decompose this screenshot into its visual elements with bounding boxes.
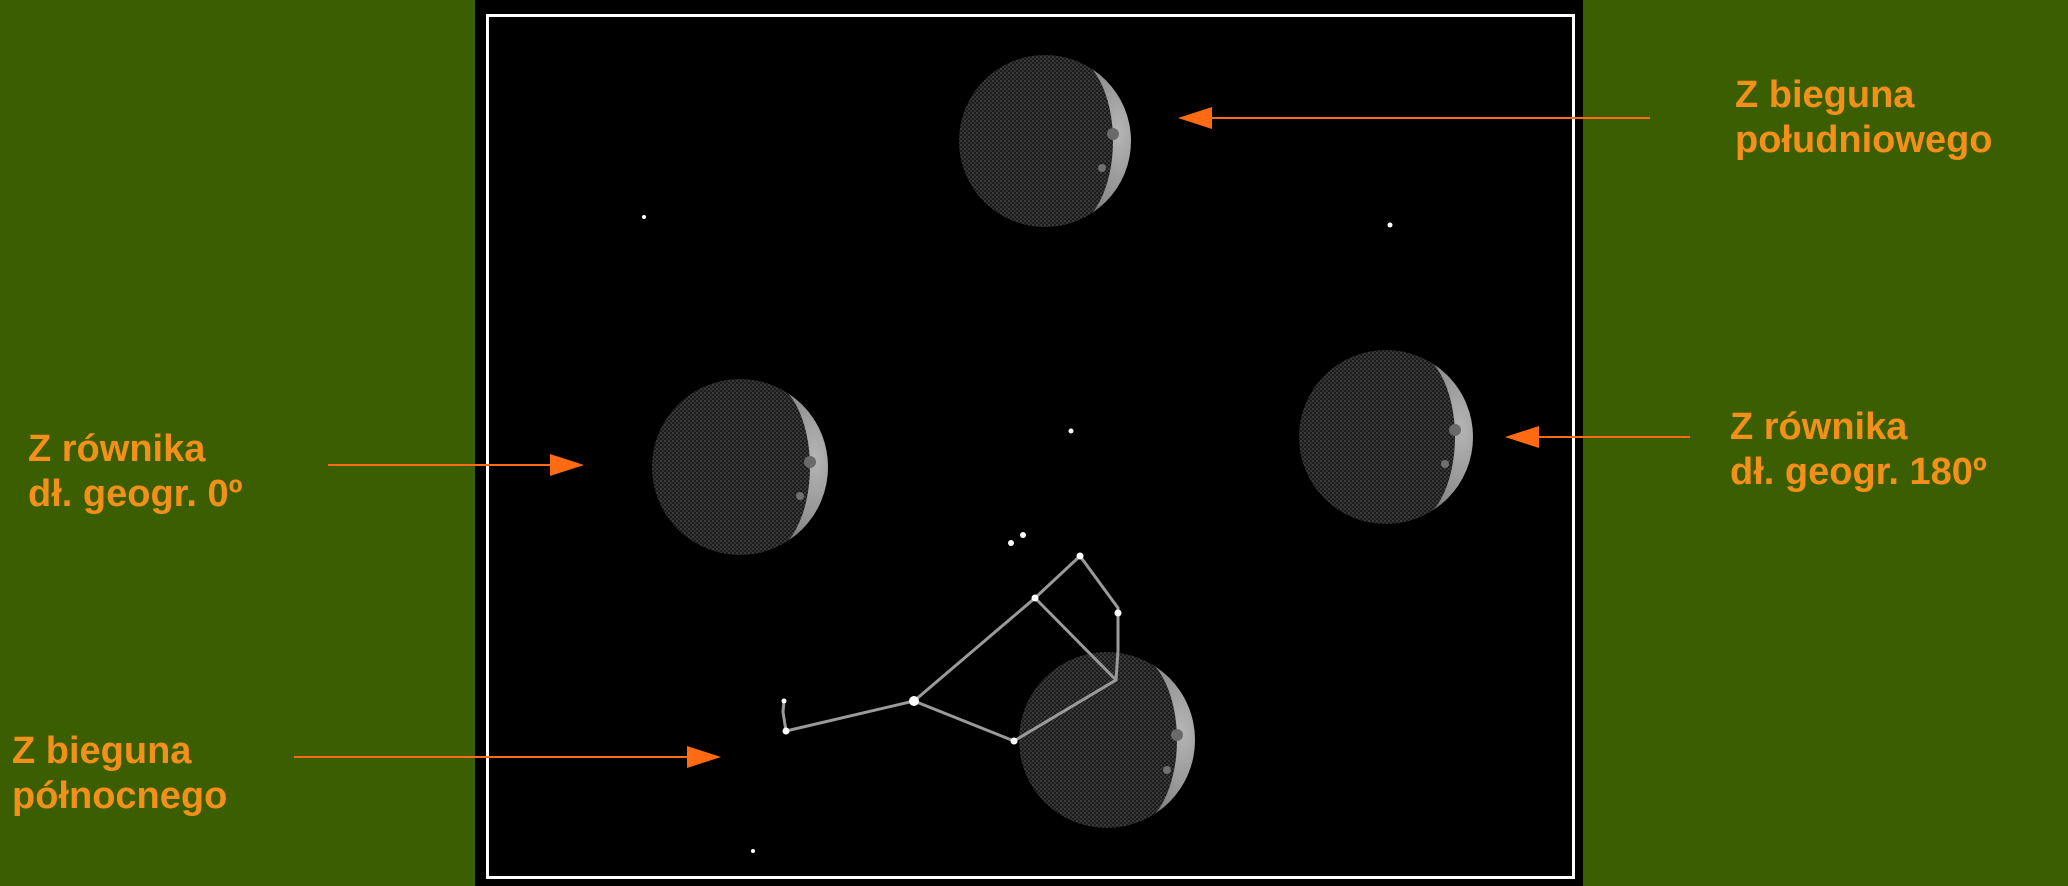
- label-south-pole-line1: Z bieguna: [1735, 73, 1993, 118]
- moon-crescent-icon: [1299, 350, 1495, 524]
- star-icon: [1020, 532, 1026, 538]
- moon-crescent-icon: [652, 379, 850, 555]
- label-north-pole: Z bieguna północnego: [12, 729, 227, 819]
- star-icon: [1011, 738, 1018, 745]
- arrow-left-icon: [1505, 426, 1690, 448]
- label-equator-0-line1: Z równika: [28, 427, 242, 472]
- star-icon: [751, 849, 755, 853]
- label-equator-180-line2: dł. geogr. 180º: [1730, 450, 1987, 495]
- label-north-pole-line2: północnego: [12, 774, 227, 819]
- arrow-left-icon: [1178, 107, 1650, 129]
- label-north-pole-line1: Z bieguna: [12, 729, 227, 774]
- moon-crescent-icon: [1019, 652, 1217, 828]
- moon-crescent-icon: [959, 55, 1153, 227]
- label-equator-0: Z równika dł. geogr. 0º: [28, 427, 242, 517]
- star-icon: [909, 696, 919, 706]
- label-equator-180: Z równika dł. geogr. 180º: [1730, 405, 1987, 495]
- star-icon: [1077, 553, 1084, 560]
- label-equator-0-line2: dł. geogr. 0º: [28, 472, 242, 517]
- star-icon: [1388, 223, 1393, 228]
- label-south-pole-line2: południowego: [1735, 118, 1993, 163]
- star-icon: [1069, 429, 1074, 434]
- arrow-right-icon: [328, 454, 584, 476]
- star-icon: [1115, 610, 1122, 617]
- star-icon: [783, 728, 790, 735]
- arrow-right-icon: [294, 746, 721, 768]
- star-icon: [1008, 540, 1014, 546]
- label-south-pole: Z bieguna południowego: [1735, 73, 1993, 163]
- star-icon: [642, 215, 646, 219]
- label-equator-180-line1: Z równika: [1730, 405, 1987, 450]
- star-icon: [1032, 595, 1039, 602]
- star-icon: [782, 699, 787, 704]
